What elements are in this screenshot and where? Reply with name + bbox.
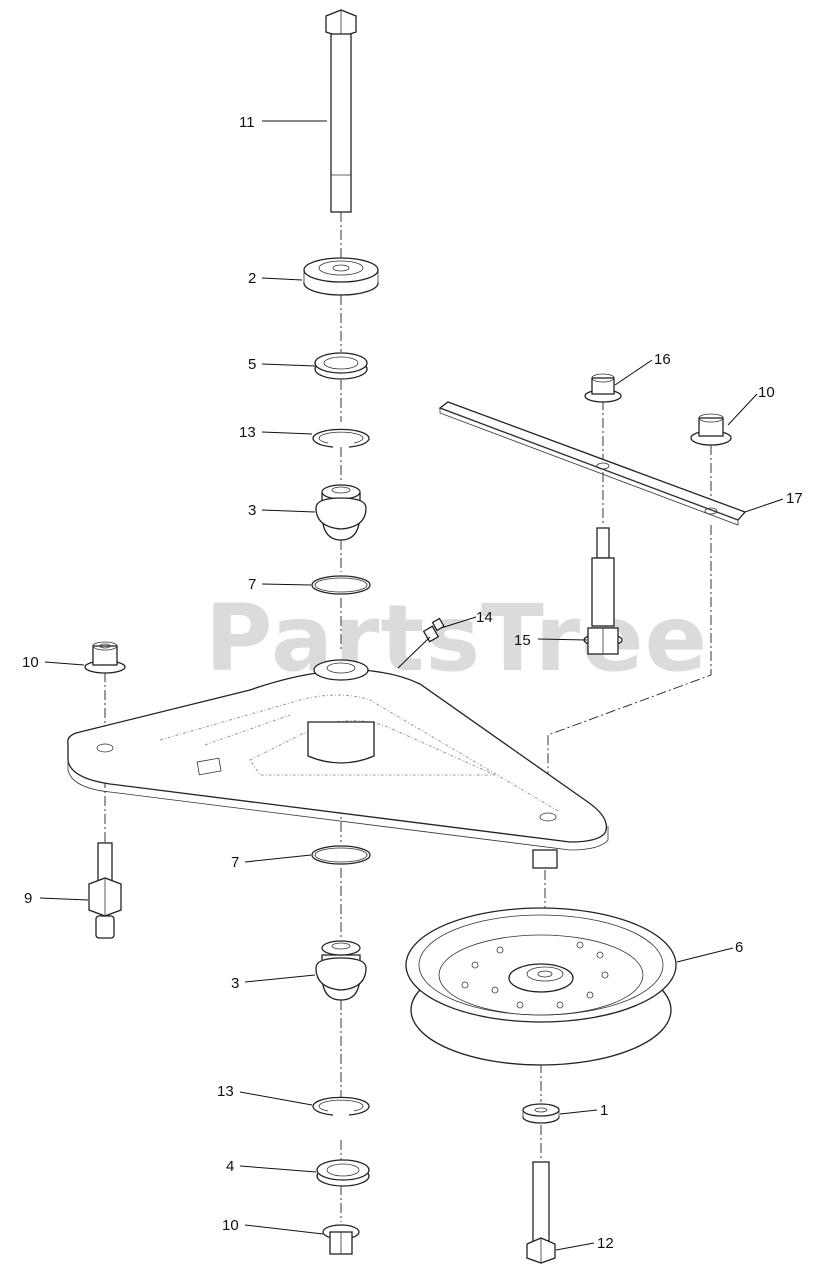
grease-fitting-part	[422, 617, 445, 643]
callout-14: 14	[476, 609, 493, 626]
shoulder-bolt-part	[583, 527, 623, 655]
bushing-top-part	[315, 484, 367, 541]
flange-nut-16-part	[584, 373, 622, 403]
callout-labels: 11 2 5 13 3 7 14 10 15 16 10 17 9 7 6 3 …	[22, 114, 803, 1252]
callout-4: 4	[226, 1158, 234, 1175]
bushing-lower-part	[315, 940, 367, 1001]
washer-part	[522, 1103, 560, 1124]
callout-7-lower: 7	[231, 854, 239, 871]
callout-5: 5	[248, 356, 256, 373]
callout-6: 6	[735, 939, 743, 956]
callout-13-top: 13	[239, 424, 256, 441]
flange-nut-bottom-part	[322, 1224, 360, 1255]
flange-nut-right-part	[690, 413, 732, 446]
stud-part	[88, 842, 122, 939]
leader-lines	[39, 120, 784, 1251]
callout-11: 11	[239, 114, 255, 131]
bolt-bottom-part	[526, 1161, 556, 1264]
snap-ring-top-part	[312, 428, 370, 448]
flange-nut-left-part	[84, 641, 126, 674]
callout-16: 16	[654, 351, 671, 368]
callout-3-top: 3	[248, 502, 256, 519]
callout-2: 2	[248, 270, 256, 287]
callout-10-bottom: 10	[222, 1217, 239, 1234]
callout-1: 1	[600, 1102, 608, 1119]
o-ring-top-part	[311, 575, 371, 595]
callout-9: 9	[24, 890, 32, 907]
callout-7-top: 7	[248, 576, 256, 593]
pulley-part	[405, 907, 677, 1066]
seal-lower-part	[316, 1159, 370, 1187]
bolt-long-part	[325, 9, 357, 213]
callout-3-lower: 3	[231, 975, 239, 992]
callout-15: 15	[514, 632, 531, 649]
watermark-text: PartsTree	[205, 585, 708, 692]
callout-17: 17	[786, 490, 803, 507]
callout-12: 12	[597, 1235, 614, 1252]
callout-10-right: 10	[758, 384, 775, 401]
idler-arm-plate	[67, 659, 609, 869]
cap-part	[303, 257, 379, 296]
snap-ring-lower-part	[312, 1096, 370, 1116]
callout-13-lower: 13	[217, 1083, 234, 1100]
o-ring-lower-part	[311, 845, 371, 865]
watermark: PartsTree TM	[205, 585, 708, 692]
callout-10-left: 10	[22, 654, 39, 671]
seal-part	[314, 352, 368, 380]
